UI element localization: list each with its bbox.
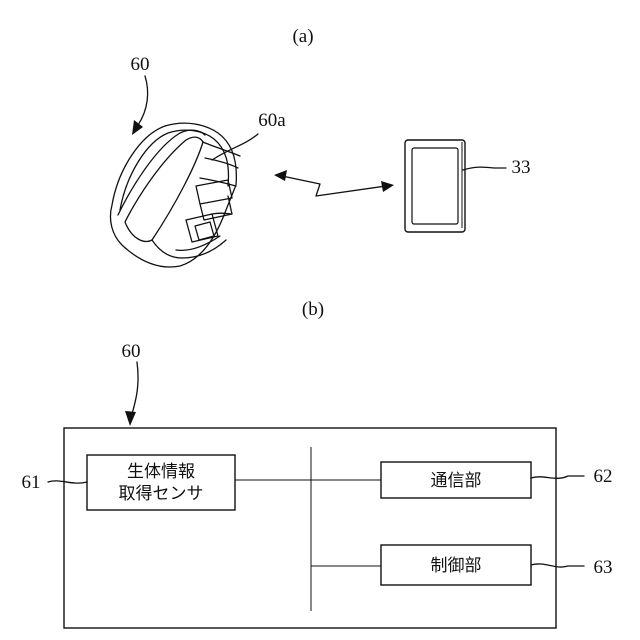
ref-63: 63 xyxy=(594,557,613,578)
ref-60-top-arrowhead xyxy=(132,120,143,135)
wireless-link-arrow xyxy=(274,170,394,196)
ref-60-bottom-arrowhead xyxy=(125,411,136,426)
smart-device-illustration xyxy=(405,140,465,232)
ref-60a: 60a xyxy=(258,110,286,131)
sensor-label-line2: 取得センサ xyxy=(119,484,204,504)
caption-a: (a) xyxy=(292,26,313,47)
ref-62: 62 xyxy=(594,466,613,487)
ref-61: 61 xyxy=(22,472,41,493)
wristband-illustration xyxy=(110,123,240,267)
ref-60-bottom: 60 xyxy=(122,341,141,362)
ref-60a-leader xyxy=(212,134,258,160)
ref-33: 33 xyxy=(512,157,531,178)
sensor-label-line1: 生体情報 xyxy=(127,462,195,482)
ref-33-leader xyxy=(463,167,506,170)
control-label: 制御部 xyxy=(431,556,482,576)
comm-label: 通信部 xyxy=(431,471,482,491)
caption-b: (b) xyxy=(302,299,324,320)
ref-60-top: 60 xyxy=(131,54,150,75)
ref-60-top-leader xyxy=(138,76,148,125)
ref-60-bottom-leader xyxy=(132,362,138,414)
